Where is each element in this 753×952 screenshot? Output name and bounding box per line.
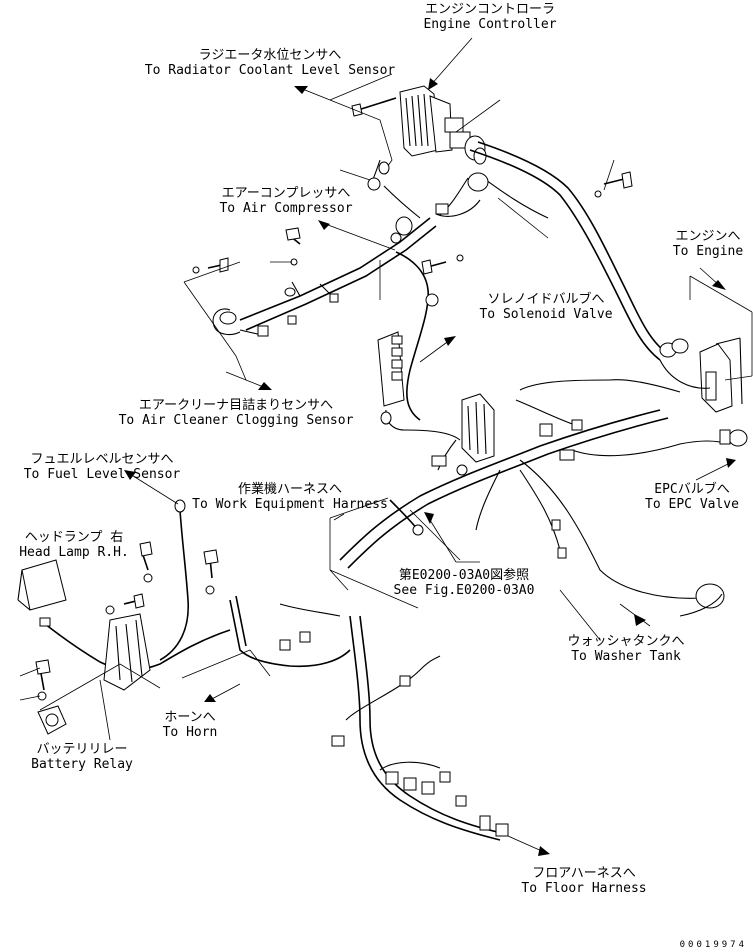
lower-harness — [181, 595, 550, 856]
see-figure-label-en: See Fig.E0200-03A0 — [393, 583, 535, 598]
battery-relay-label-en: Battery Relay — [31, 757, 133, 772]
engine-label-en: To Engine — [672, 244, 744, 259]
radiator-label: ラジエータ水位センサへ To Radiator Coolant Level Se… — [145, 48, 395, 78]
epc-valve-label: EPCバルブへ To EPC Valve — [645, 482, 739, 512]
fuel-level-label: フュエルレベルセンサへ To Fuel Level Sensor — [24, 452, 181, 482]
engine-controller-part — [351, 85, 487, 165]
engine-label: エンジンへ To Engine — [673, 229, 743, 259]
see-figure-label: 第E0200-03A0図参照 See Fig.E0200-03A0 — [394, 568, 535, 598]
air-compressor-harness — [183, 159, 481, 390]
floor-harness-label: フロアハーネスへ To Floor Harness — [521, 866, 646, 896]
horn-label: ホーンへ To Horn — [163, 710, 218, 740]
washer-tank-label-jp: ウォッシャタンクへ — [567, 634, 685, 649]
air-cleaner-label-en: To Air Cleaner Clogging Sensor — [118, 413, 354, 428]
engine-label-jp: エンジンへ — [675, 229, 741, 244]
work-equipment-label-jp: 作業機ハーネスへ — [237, 482, 343, 497]
solenoid-valve-label-jp: ソレノイドバルブへ — [487, 292, 605, 307]
battery-relay-label-jp: バッテリリレー — [36, 742, 128, 757]
horn-label-jp: ホーンへ — [164, 710, 216, 725]
see-figure-label-jp: 第E0200-03A0図参照 — [398, 568, 530, 583]
head-lamp-label-jp: ヘッドランプ 右 — [24, 530, 124, 545]
floor-harness-label-en: To Floor Harness — [521, 881, 647, 896]
radiator-label-en: To Radiator Coolant Level Sensor — [144, 63, 396, 78]
work-equipment-label: 作業機ハーネスへ To Work Equipment Harness — [192, 482, 388, 512]
head-lamp-label: ヘッドランプ 右 Head Lamp R.H. — [19, 530, 129, 560]
horn-label-en: To Horn — [162, 725, 218, 740]
epc-valve-label-en: To EPC Valve — [645, 497, 739, 512]
main-harness-upper — [439, 141, 669, 361]
air-compressor-label: エアーコンプレッサへ To Air Compressor — [219, 186, 352, 216]
work-equipment-harness — [329, 497, 424, 609]
engine-controller-leader — [428, 37, 501, 133]
fuel-level-label-jp: フュエルレベルセンサへ — [30, 452, 174, 467]
misc-leaders — [333, 512, 480, 563]
left-harness — [17, 470, 231, 741]
epc-valve-label-jp: EPCバルブへ — [654, 482, 730, 497]
air-compressor-label-en: To Air Compressor — [219, 201, 353, 216]
washer-tank-label-en: To Washer Tank — [571, 649, 681, 664]
air-cleaner-label: エアークリーナ目詰まりセンサへ To Air Cleaner Clogging … — [119, 398, 354, 428]
air-compressor-label-jp: エアーコンプレッサへ — [221, 186, 351, 201]
engine-controller-label-jp: エンジンコントローラ — [424, 2, 555, 17]
fuel-level-label-en: To Fuel Level Sensor — [23, 467, 181, 482]
solenoid-valve-label-en: To Solenoid Valve — [479, 307, 613, 322]
radiator-label-jp: ラジエータ水位センサへ — [198, 48, 342, 63]
work-equipment-label-en: To Work Equipment Harness — [192, 497, 388, 512]
floor-harness-label-jp: フロアハーネスへ — [532, 866, 636, 881]
solenoid-valve-label: ソレノイドバルブへ To Solenoid Valve — [479, 292, 612, 322]
air-cleaner-label-jp: エアークリーナ目詰まりセンサへ — [138, 398, 334, 413]
document-id: 00019974 — [679, 940, 747, 950]
radiator-leader — [294, 73, 393, 171]
engine-connector — [659, 267, 753, 413]
solenoid-cluster — [377, 251, 495, 463]
head-lamp-label-en: Head Lamp R.H. — [19, 545, 129, 560]
engine-controller-label-en: Engine Controller — [423, 17, 557, 32]
washer-tank-label: ウォッシャタンクへ To Washer Tank — [567, 634, 684, 664]
battery-relay-label: バッテリリレー Battery Relay — [31, 742, 133, 772]
central-junction — [339, 379, 748, 641]
engine-controller-label: エンジンコントローラ Engine Controller — [423, 2, 556, 32]
